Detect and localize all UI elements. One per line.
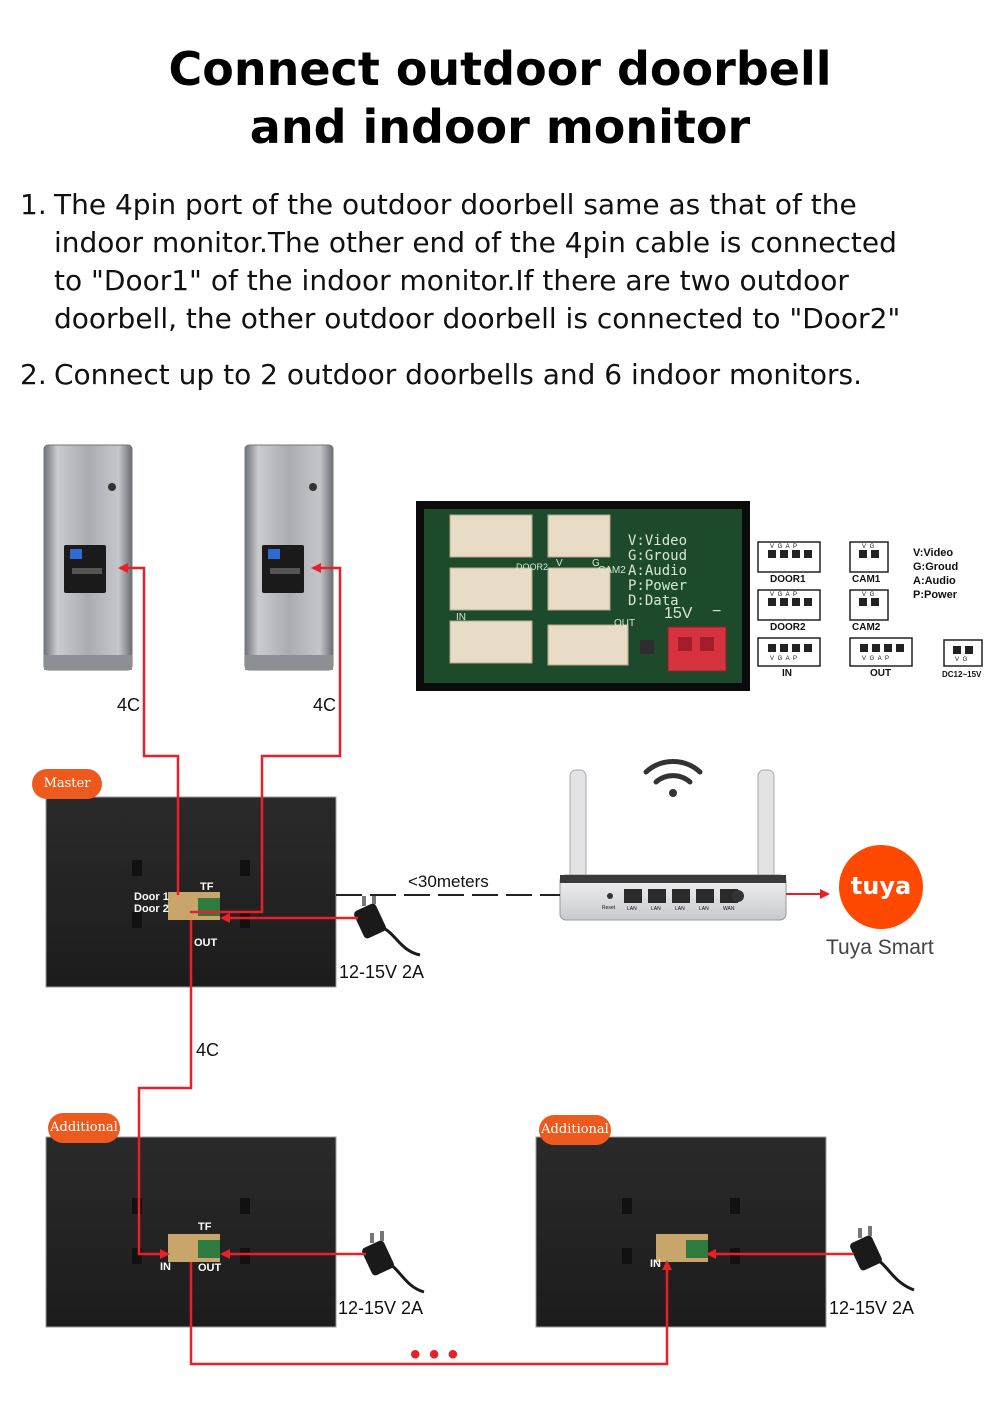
board-legend-line: G:Groud — [628, 548, 688, 564]
connector-label-door1: DOOR1 — [770, 574, 806, 585]
tuya-logo-text: tuya — [850, 872, 912, 900]
cable-label-doorbell1: 4C — [117, 695, 141, 715]
board-silk-in: IN — [456, 612, 466, 623]
instruction-number: 1. — [20, 188, 47, 221]
connector-diagram-cam2 — [849, 589, 889, 621]
connector-pins-out: V G A P — [862, 656, 891, 662]
wire-master-out-to-additional-in — [137, 920, 193, 1259]
instruction-line: Connect up to 2 outdoor doorbells and 6 … — [54, 358, 863, 391]
page-title: Connect outdoor doorbell and indoor moni… — [0, 40, 1000, 156]
wire-doorbell2-to-door2 — [190, 563, 342, 914]
instruction-line: doorbell, the other outdoor doorbell is … — [54, 302, 901, 335]
board-legend-line: D:Data — [628, 593, 679, 609]
instruction-number: 2. — [20, 358, 47, 391]
master-door2-label: Door 2 — [134, 903, 169, 915]
additional-monitor-right — [535, 1136, 827, 1328]
monitor-board-photo — [416, 501, 750, 691]
power-adapter-additional-left — [362, 1231, 425, 1294]
router-port-label: WAN — [723, 906, 735, 912]
router-port-label: LAN — [651, 906, 661, 912]
outdoor-doorbell-1 — [43, 444, 133, 671]
additional-right-in-label: IN — [650, 1258, 661, 1270]
connector-label-in: IN — [782, 668, 792, 679]
more-monitors-indicator: • • • — [410, 1338, 459, 1371]
board-silk-v: V — [556, 558, 563, 569]
board-silk-g: G — [592, 558, 600, 569]
master-out-label: OUT — [194, 937, 218, 949]
connector-legend-line: A:Audio — [913, 575, 956, 587]
connector-pins-door1: V G A P — [770, 544, 799, 550]
connector-label-out: OUT — [870, 668, 892, 679]
instruction-line: indoor monitor.The other end of the 4pin… — [54, 226, 897, 259]
board-legend-line: A:Audio — [628, 563, 688, 579]
master-tf-label: TF — [200, 881, 214, 893]
connector-legend: V:Video G:Groud A:Audio P:Power — [913, 546, 958, 602]
connector-pins-door2: V G A P — [770, 592, 799, 598]
additional-left-in-label: IN — [160, 1261, 171, 1273]
connector-label-dc: DC12~15V — [942, 670, 982, 679]
additional-left-power-label: 12-15V 2A — [338, 1298, 424, 1318]
connector-label-cam1: CAM1 — [852, 574, 881, 585]
board-legend-line: P:Power — [628, 578, 688, 594]
master-power-label: 12-15V 2A — [339, 962, 425, 982]
router-port-label: LAN — [627, 906, 637, 912]
wire-additional-chain — [189, 1260, 672, 1366]
connector-pins-in: V G A P — [770, 656, 799, 662]
connector-label-door2: DOOR2 — [770, 622, 806, 633]
router-reset-label: Reset — [602, 905, 616, 911]
board-silk-out: OUT — [614, 618, 636, 629]
cable-label-doorbell2: 4C — [313, 695, 337, 715]
connector-legend-line: V:Video — [913, 547, 954, 559]
title-line-1: Connect outdoor doorbell — [168, 42, 832, 96]
connector-diagram-out — [849, 637, 913, 667]
tuya-logo — [839, 845, 923, 929]
power-adapter-master — [354, 894, 421, 957]
connector-label-cam2: CAM2 — [852, 622, 881, 633]
additional-right-power-label: 12-15V 2A — [829, 1298, 915, 1318]
board-legend-line: V:Video — [628, 533, 688, 549]
master-door-labels: Door 1 Door 2 — [134, 891, 169, 915]
cable-label-master-to-additional: 4C — [196, 1040, 220, 1060]
board-silk-legend: V:Video G:Groud A:Audio P:Power D:Data — [628, 534, 687, 609]
board-silk-door2: DOOR2 — [516, 562, 549, 572]
outdoor-doorbell-2 — [244, 444, 334, 671]
additional-left-badge: Additional — [48, 1113, 120, 1143]
additional-right-badge: Additional — [539, 1115, 611, 1145]
wifi-router — [559, 769, 787, 921]
connector-legend-line: G:Groud — [913, 561, 959, 573]
additional-left-tf-label: TF — [198, 1221, 212, 1233]
master-door1-label: Door 1 — [134, 891, 169, 903]
distance-label: <30meters — [408, 872, 489, 891]
board-silk-cam2: CAM2 — [598, 565, 626, 576]
board-silk-minus: − — [712, 603, 722, 620]
power-adapter-additional-right — [850, 1226, 915, 1292]
connector-diagram-door1 — [757, 541, 821, 573]
master-badge: Master — [32, 769, 102, 799]
board-silk-15v: 15V — [664, 605, 693, 622]
connector-pins-cam2: V G — [862, 592, 876, 598]
connector-diagram-cam1 — [849, 541, 889, 573]
router-port-label: LAN — [675, 906, 685, 912]
connector-pins-cam1: V G — [862, 544, 876, 550]
tuya-caption: Tuya Smart — [826, 936, 934, 959]
additional-left-out-label: OUT — [198, 1262, 222, 1274]
instruction-line: to "Door1" of the indoor monitor.If ther… — [54, 264, 849, 297]
title-line-2: and indoor monitor — [249, 100, 751, 154]
instruction-2: 2. Connect up to 2 outdoor doorbells and… — [20, 356, 980, 394]
instruction-line: The 4pin port of the outdoor doorbell sa… — [54, 188, 857, 221]
connector-diagram-in — [757, 637, 821, 667]
connector-legend-line: P:Power — [913, 589, 958, 601]
instruction-1: 1. The 4pin port of the outdoor doorbell… — [20, 186, 980, 338]
connector-diagram-door2 — [757, 589, 821, 621]
wifi-icon — [643, 759, 703, 797]
wire-doorbell1-to-door1 — [118, 563, 180, 895]
connector-diagram-dc — [943, 639, 983, 667]
router-port-label: LAN — [699, 906, 709, 912]
connector-pins-dc: V G — [955, 657, 969, 663]
